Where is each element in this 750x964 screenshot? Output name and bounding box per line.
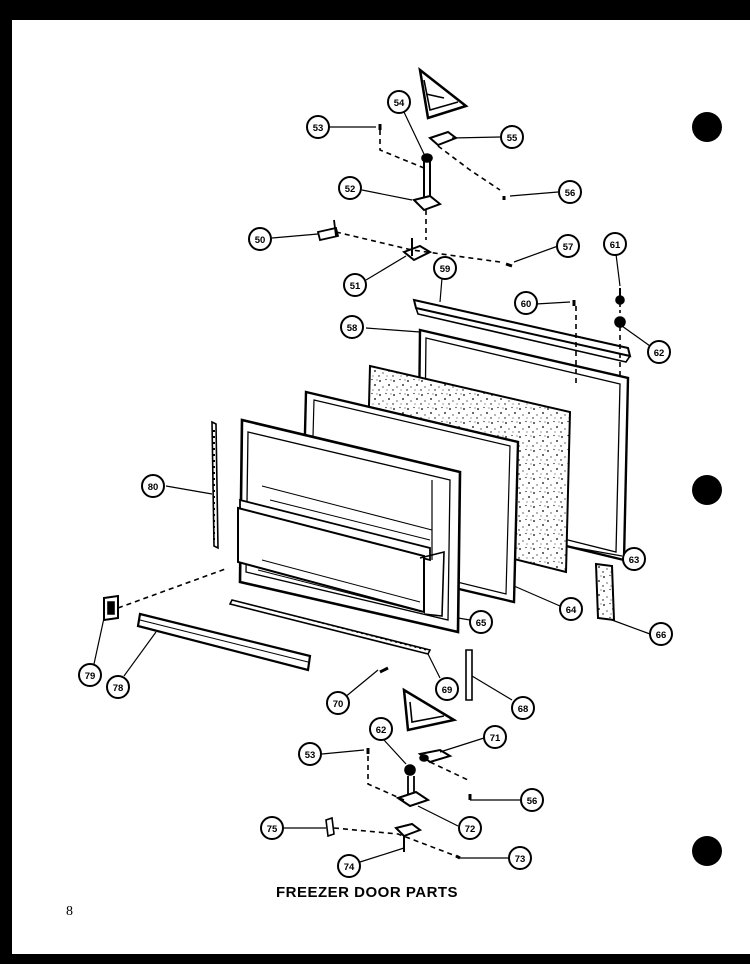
callout-label: 63 (629, 555, 640, 566)
callout-69: 69 (435, 677, 459, 701)
diagram-caption: FREEZER DOOR PARTS (276, 884, 459, 901)
part-50-bracket (316, 219, 340, 242)
binder-hole (692, 112, 722, 142)
callout-label: 75 (267, 824, 278, 835)
callout-label: 53 (305, 750, 316, 761)
callout-58: 58 (340, 315, 364, 339)
callout-61: 61 (603, 232, 627, 256)
callout-label: 51 (350, 281, 361, 292)
callout-label: 62 (654, 348, 665, 359)
callout-74: 74 (337, 854, 361, 878)
part-80-gasket-strip (211, 420, 219, 550)
callout-label: 50 (255, 235, 266, 246)
callout-label: 56 (565, 188, 576, 199)
callout-59: 59 (433, 256, 457, 280)
callout-label: 71 (490, 733, 501, 744)
part-66-pad (594, 562, 616, 622)
callout-62: 62 (647, 340, 671, 364)
callouts: 53 54 55 56 52 50 57 61 51 59 60 58 62 8… (78, 90, 673, 878)
callout-label: 52 (345, 184, 356, 195)
callout-52: 52 (338, 176, 362, 200)
callout-71: 71 (483, 725, 507, 749)
part-54-pin-top (421, 153, 433, 163)
binder-hole (692, 836, 722, 866)
part-54-hinge-pin (423, 156, 431, 200)
callout-label: 59 (440, 264, 451, 275)
callout-label: 53 (313, 123, 324, 134)
part-75-bracket (325, 816, 335, 838)
callout-label: 68 (518, 704, 529, 715)
callout-57: 57 (556, 234, 580, 258)
part-62-lower-grommet (404, 764, 416, 776)
callout-label: 74 (344, 862, 355, 873)
callout-label: 56 (527, 796, 538, 807)
callout-label: 72 (465, 824, 476, 835)
callout-73: 73 (508, 846, 532, 870)
callout-66: 66 (649, 622, 673, 646)
callout-63: 63 (622, 547, 646, 571)
callout-51: 51 (343, 273, 367, 297)
callout-label: 70 (333, 699, 344, 710)
part-62-grommet (614, 316, 626, 328)
callout-label: 61 (610, 240, 621, 251)
part-72-hinge (395, 790, 431, 808)
binder-hole (692, 475, 722, 505)
callout-75: 75 (260, 816, 284, 840)
callout-54: 54 (387, 90, 411, 114)
callout-62-lower: 62 (369, 717, 393, 741)
callout-label: 60 (521, 299, 532, 310)
callout-label: 69 (442, 685, 453, 696)
page-number: 8 (66, 904, 73, 919)
part-74-hinge (394, 822, 423, 838)
callout-label: 66 (656, 630, 667, 641)
callout-label: 64 (566, 605, 577, 616)
callout-label: 78 (113, 683, 124, 694)
top-cabinet-corner (418, 67, 469, 120)
callout-65: 65 (469, 610, 493, 634)
bottom-cabinet-corner (402, 687, 458, 732)
callout-56-lower: 56 (520, 788, 544, 812)
callout-60: 60 (514, 291, 538, 315)
leader-lines (93, 109, 651, 863)
part-51-hinge (402, 244, 433, 262)
callout-label: 65 (476, 618, 487, 629)
callout-80: 80 (141, 474, 165, 498)
callout-64: 64 (559, 597, 583, 621)
callout-label: 58 (347, 323, 358, 334)
callout-label: 62 (376, 725, 387, 736)
part-52-bushing (412, 194, 442, 212)
callout-55: 55 (500, 125, 524, 149)
callout-50: 50 (248, 227, 272, 251)
callout-53: 53 (306, 115, 330, 139)
callout-70: 70 (326, 691, 350, 715)
callout-label: 80 (148, 482, 159, 493)
callout-label: 79 (85, 671, 96, 682)
part-68-strip (465, 649, 473, 701)
callout-label: 57 (563, 242, 574, 253)
callout-78: 78 (106, 675, 130, 699)
callout-72: 72 (458, 816, 482, 840)
callout-79: 79 (78, 663, 102, 687)
part-65-door-liner (237, 418, 462, 634)
callout-label: 54 (394, 98, 405, 109)
callout-label: 55 (507, 133, 518, 144)
callout-68: 68 (511, 696, 535, 720)
callout-56: 56 (558, 180, 582, 204)
callout-label: 73 (515, 854, 526, 865)
callout-53-lower: 53 (298, 742, 322, 766)
part-78-bottom-trim (136, 612, 312, 672)
